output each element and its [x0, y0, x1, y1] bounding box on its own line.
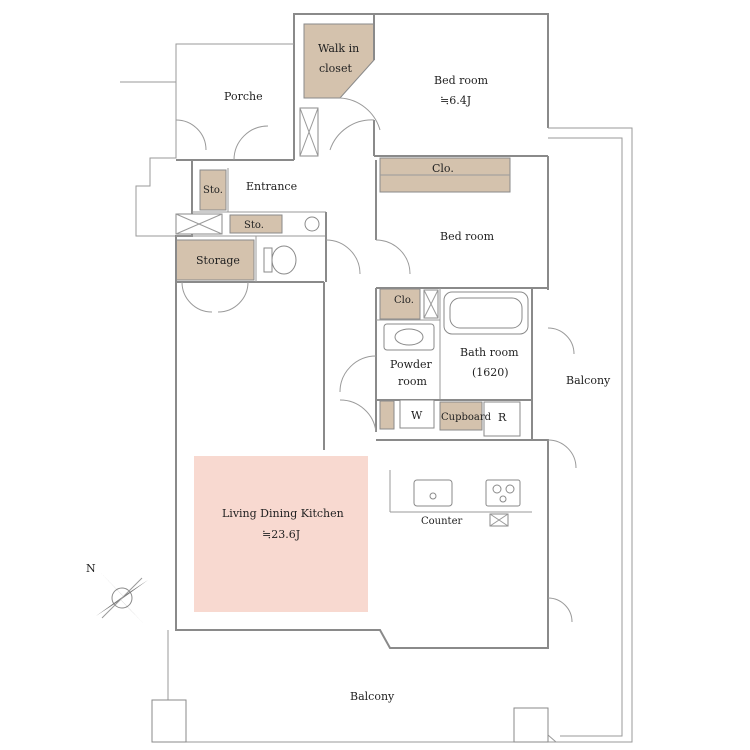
- door-storage-left: [181, 281, 213, 313]
- shelf-fill: [379, 400, 395, 430]
- door-porche-left: [175, 119, 207, 151]
- sto-1-label: Sto.: [203, 185, 223, 196]
- balcony-right-label: Balcony: [566, 374, 611, 387]
- compass-n-label: N: [86, 562, 96, 575]
- range-hood-x2: [489, 513, 509, 527]
- wall-porche-outline: [120, 43, 294, 83]
- fridge-box: [483, 401, 521, 437]
- wall-balcony-right-inner: [548, 137, 623, 737]
- compass-needle-n: [100, 572, 125, 598]
- door-porche: [233, 125, 269, 161]
- toilet-sink: [304, 216, 320, 232]
- toilet-tank: [263, 247, 273, 273]
- door-storage-right: [217, 281, 249, 313]
- stove-burner-1: [492, 484, 502, 494]
- sto-2-fill: [229, 214, 283, 234]
- walk-in-closet-label-2: closet: [319, 62, 352, 75]
- door-kitchen-balcony: [547, 439, 577, 469]
- compass-needle-e: [119, 580, 148, 601]
- door-powder: [339, 355, 377, 393]
- walk-in-closet-label-1: Walk in: [318, 42, 359, 55]
- stove-burner-2: [505, 484, 515, 494]
- fixtures: [175, 107, 529, 527]
- door-toilet: [325, 239, 361, 275]
- bedroom1-name: Bed room: [434, 74, 489, 87]
- walk-in-closet-fill: [303, 23, 375, 99]
- storage-label: Storage: [196, 254, 240, 267]
- cupboard-label: Cupboard: [441, 412, 492, 423]
- wall-balcony-bottom: [167, 630, 556, 743]
- compass-needle-w: [96, 595, 125, 616]
- closet-top-label: Clo.: [432, 162, 454, 175]
- duct-bath-x2: [423, 289, 439, 319]
- compass-needle-s: [119, 598, 144, 624]
- bedroom1-size: ≒6.4J: [440, 94, 471, 107]
- porche-label: Porche: [224, 90, 263, 103]
- balcony-post-left: [151, 699, 187, 743]
- bath-size: (1620): [472, 366, 509, 379]
- fridge-label: R: [498, 411, 507, 424]
- bath-name: Bath room: [460, 346, 519, 359]
- counter-label: Counter: [421, 516, 462, 527]
- bedroom2-name: Bed room: [440, 230, 495, 243]
- wall-balcony-right: [547, 127, 633, 743]
- door-wet: [339, 399, 377, 433]
- toilet-bowl: [271, 245, 297, 275]
- duct-wic-x2: [299, 107, 319, 157]
- door-bedroom1: [329, 119, 375, 151]
- washer-label: W: [411, 409, 423, 422]
- balcony-bottom-label: Balcony: [350, 690, 395, 703]
- ldk-size: ≒23.6J: [262, 528, 300, 541]
- cupboard-fill: [439, 401, 483, 431]
- walls: [120, 13, 633, 743]
- bathtub-inner: [449, 297, 523, 329]
- doors: [175, 97, 577, 623]
- powder-label-1: Powder: [390, 358, 433, 371]
- sto-1-fill: [199, 169, 227, 211]
- door-bath-balcony: [547, 327, 575, 355]
- stove-burner-3: [499, 495, 507, 503]
- entrance-label: Entrance: [246, 180, 297, 193]
- ldk-name: Living Dining Kitchen: [222, 507, 344, 520]
- ldk-fill: [194, 456, 368, 612]
- room-labels: Walk in closet Bed room ≒6.4J Porche Clo…: [196, 42, 611, 703]
- washer-box: [399, 399, 435, 429]
- balcony-post-right: [513, 707, 549, 743]
- closet-mid-label: Clo.: [394, 295, 414, 306]
- door-bedroom2: [375, 239, 411, 275]
- powder-label-2: room: [398, 375, 428, 388]
- wall-porche-left: [135, 82, 177, 237]
- duct-entrance-x2: [175, 213, 223, 235]
- kitchen-tap: [429, 492, 437, 500]
- wash-basin-bowl: [394, 328, 424, 346]
- sto-2-label: Sto.: [244, 220, 264, 231]
- closet-mid-fill: [379, 288, 421, 320]
- door-ldk-balcony: [547, 597, 573, 623]
- compass-axis: [101, 577, 143, 619]
- door-wic: [339, 97, 381, 131]
- wall-top-bedroom: [293, 13, 549, 160]
- compass: N: [86, 562, 148, 624]
